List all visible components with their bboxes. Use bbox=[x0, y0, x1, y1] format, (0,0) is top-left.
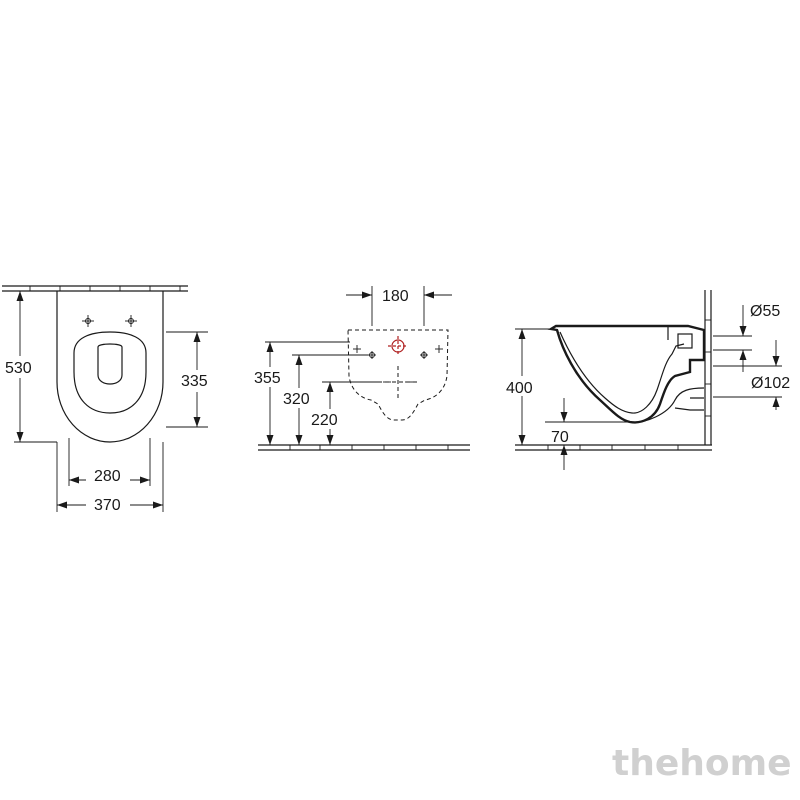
watermark-text: thehome bbox=[612, 743, 792, 784]
front-wall-line bbox=[2, 285, 188, 292]
seat-opening bbox=[97, 343, 123, 385]
side-offset-label: 70 bbox=[551, 429, 569, 446]
dim-355-bg bbox=[252, 367, 292, 387]
front-width-inner-label: 280 bbox=[94, 468, 121, 485]
mounting-fix-marks bbox=[353, 336, 443, 398]
dim-diameter-55 bbox=[713, 305, 752, 372]
dim-180 bbox=[346, 286, 452, 326]
mounting-height-a-label: 355 bbox=[254, 370, 281, 387]
side-view: 400 70 Ø55 Ø102 bbox=[503, 290, 800, 470]
mounting-floor-line bbox=[258, 444, 470, 451]
mounting-height-b-label: 320 bbox=[283, 391, 310, 408]
dim-320-bg bbox=[280, 388, 320, 408]
side-outlet-diameter-label: Ø102 bbox=[751, 375, 790, 392]
dim-diameter-102 bbox=[713, 340, 782, 410]
side-floor-line bbox=[515, 444, 712, 451]
side-height-label: 400 bbox=[506, 380, 533, 397]
toilet-inlet-box bbox=[677, 333, 693, 349]
dim-280-bg bbox=[86, 466, 130, 484]
side-wall bbox=[704, 290, 712, 445]
dim-102-bg bbox=[748, 372, 800, 392]
outlet-mark bbox=[378, 366, 418, 398]
dim-335 bbox=[166, 331, 208, 428]
toilet-inner-bowl bbox=[559, 331, 685, 414]
inlet-mark bbox=[388, 336, 408, 356]
toilet-trap bbox=[629, 387, 705, 423]
mounting-spacing-label: 180 bbox=[382, 288, 409, 305]
dim-530-bg bbox=[0, 356, 44, 378]
front-height-seat-label: 335 bbox=[181, 373, 208, 390]
mounting-height-c-label: 220 bbox=[311, 412, 338, 429]
side-inlet-diameter-label: Ø55 bbox=[750, 303, 780, 320]
fixing-mark-left bbox=[82, 315, 94, 327]
dim-400-bg bbox=[503, 376, 543, 396]
mounting-view: 180 355 320 220 bbox=[252, 286, 470, 451]
dim-370-bg bbox=[86, 494, 130, 512]
dim-335-bg bbox=[178, 370, 218, 392]
seat-inner bbox=[73, 331, 147, 414]
front-height-total-label: 530 bbox=[5, 360, 32, 377]
toilet-outlet bbox=[674, 397, 704, 411]
bowl-outline bbox=[56, 291, 164, 443]
toilet-body bbox=[547, 324, 706, 424]
dim-355 bbox=[265, 341, 350, 445]
fixing-mark-right bbox=[125, 315, 137, 327]
dim-70 bbox=[545, 398, 632, 470]
front-view: 530 335 280 370 bbox=[0, 285, 218, 514]
dim-220-bg bbox=[308, 409, 348, 429]
front-width-total-label: 370 bbox=[94, 497, 121, 514]
mounting-outline bbox=[347, 329, 449, 421]
